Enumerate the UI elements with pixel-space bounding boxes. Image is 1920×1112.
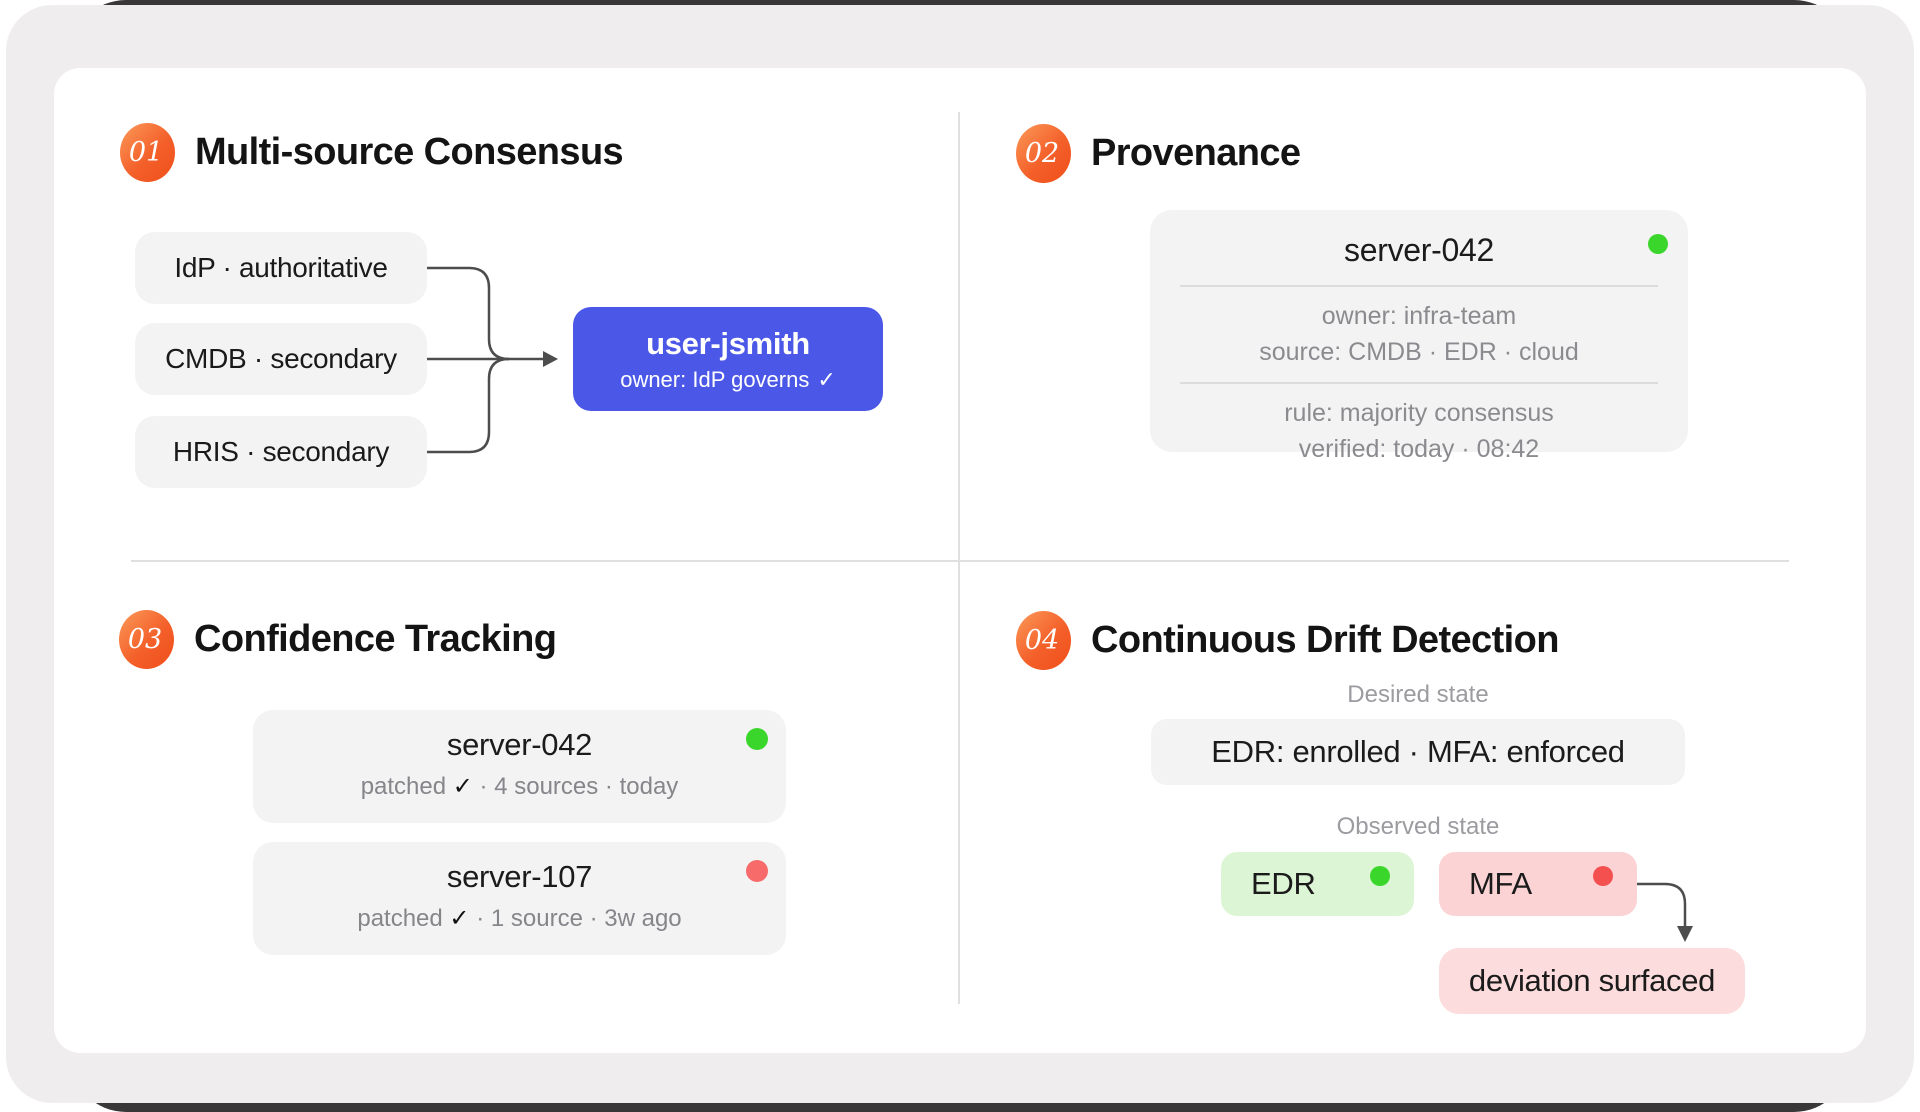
- observed-chip-mfa: MFA: [1439, 852, 1637, 916]
- confidence-card-server-107: server-107 patched ✓ · 1 source · 3w ago: [253, 842, 786, 955]
- section-header-drift: 04 Continuous Drift Detection: [1016, 611, 1559, 670]
- section-header-confidence: 03 Confidence Tracking: [119, 610, 557, 669]
- provenance-meta: owner: infra-team source: CMDB · EDR · c…: [1150, 299, 1688, 370]
- observed-state-label: Observed state: [1336, 813, 1500, 840]
- section-title: Multi-source Consensus: [195, 131, 624, 173]
- source-box-hris: HRIS · secondary: [135, 416, 427, 488]
- chip-label: EDR: [1251, 866, 1316, 901]
- target-owner-note: owner: IdP governs ✓: [620, 366, 836, 392]
- deviation-surfaced-box: deviation surfaced: [1439, 948, 1745, 1014]
- section-number-badge: 01: [120, 123, 175, 182]
- chip-label: MFA: [1469, 866, 1532, 901]
- section-number: 03: [127, 624, 163, 655]
- source-label: HRIS · secondary: [172, 436, 390, 467]
- merge-arrow-icon: [427, 266, 558, 454]
- section-title: Provenance: [1091, 132, 1301, 174]
- section-number-badge: 03: [119, 610, 174, 669]
- observed-chip-edr: EDR: [1221, 852, 1414, 916]
- asset-title: server-042: [446, 727, 593, 762]
- verified-line: verified: today · 08:42: [1298, 434, 1540, 463]
- section-number: 02: [1024, 138, 1060, 169]
- asset-title: server-107: [446, 859, 593, 894]
- provenance-rule: rule: majority consensus verified: today…: [1150, 396, 1688, 467]
- section-number: 01: [128, 137, 164, 168]
- source-line: source: CMDB · EDR · cloud: [1259, 337, 1579, 366]
- vertical-divider: [958, 112, 960, 1004]
- desired-state-label: Desired state: [1347, 681, 1489, 708]
- owner-line: owner: infra-team: [1321, 302, 1517, 330]
- desired-state-box: EDR: enrolled · MFA: enforced: [1151, 719, 1685, 785]
- section-title: Confidence Tracking: [194, 618, 557, 660]
- horizontal-divider: [131, 560, 1789, 562]
- consensus-target-box: user-jsmith owner: IdP governs ✓: [573, 307, 883, 411]
- green-status-dot-icon: [1370, 866, 1390, 886]
- source-box-idp: IdP · authoritative: [135, 232, 427, 304]
- section-number: 04: [1024, 625, 1060, 656]
- check-icon: ✓: [817, 366, 836, 392]
- asset-meta: patched ✓ · 4 sources · today: [360, 773, 679, 800]
- green-status-dot-icon: [746, 728, 768, 750]
- section-number-badge: 04: [1016, 611, 1071, 670]
- asset-meta: patched ✓ · 1 source · 3w ago: [357, 905, 682, 932]
- check-icon: ✓: [449, 905, 470, 932]
- desired-state-value: EDR: enrolled · MFA: enforced: [1211, 734, 1625, 769]
- rule-line: rule: majority consensus: [1284, 399, 1554, 427]
- drift-arrow-icon: [1637, 882, 1693, 942]
- provenance-card: server-042 owner: infra-team source: CMD…: [1150, 210, 1688, 463]
- red-status-dot-icon: [746, 860, 768, 882]
- section-title: Continuous Drift Detection: [1091, 619, 1559, 661]
- source-box-cmdb: CMDB · secondary: [135, 323, 427, 395]
- section-header-consensus: 01 Multi-source Consensus: [120, 123, 624, 182]
- source-label: IdP · authoritative: [174, 252, 388, 283]
- check-icon: ✓: [452, 773, 473, 800]
- red-status-dot-icon: [1593, 866, 1613, 886]
- green-status-dot-icon: [1648, 234, 1668, 254]
- confidence-card-server-042: server-042 patched ✓ · 4 sources · today: [253, 710, 786, 823]
- asset-title: server-042: [1344, 232, 1494, 268]
- card-divider: [1180, 382, 1658, 384]
- section-header-provenance: 02 Provenance: [1016, 124, 1301, 183]
- section-number-badge: 02: [1016, 124, 1071, 183]
- source-label: CMDB · secondary: [165, 343, 397, 374]
- card-divider: [1180, 285, 1658, 287]
- deviation-label: deviation surfaced: [1468, 963, 1716, 998]
- target-name: user-jsmith: [646, 325, 810, 361]
